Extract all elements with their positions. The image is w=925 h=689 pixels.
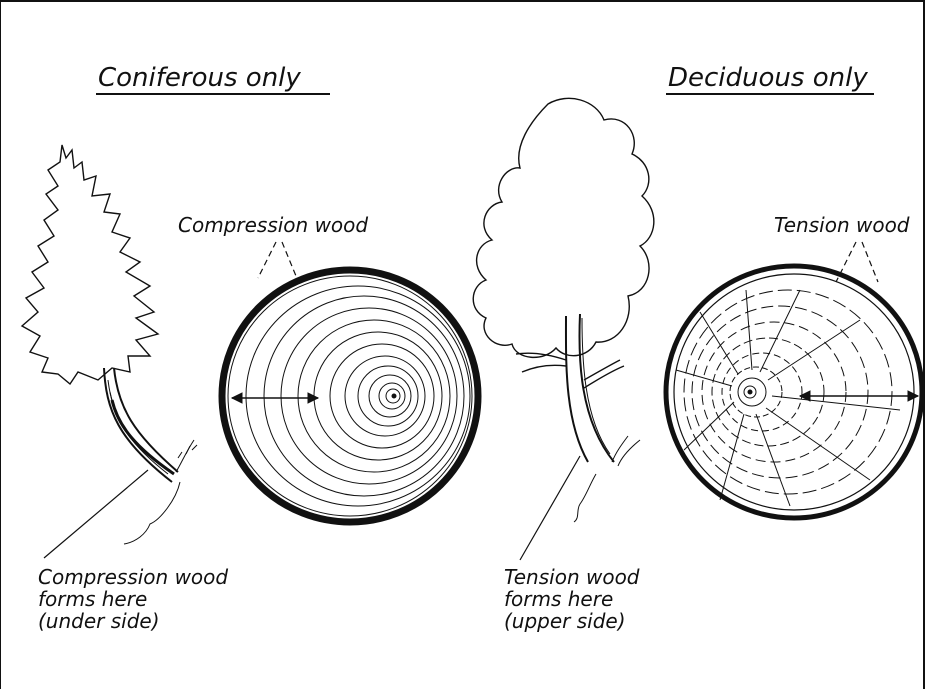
tension-caption-leader bbox=[520, 456, 580, 560]
deciduous-tree-icon bbox=[473, 98, 654, 522]
caption-tension-line-3: (upper side) bbox=[504, 609, 626, 633]
caption-compression-line-1: Compression wood bbox=[38, 565, 228, 589]
tension-leader-right bbox=[862, 242, 878, 282]
heading-deciduous: Deciduous only bbox=[668, 63, 868, 93]
compression-caption-leader bbox=[44, 470, 148, 558]
compression-log-cross-section-icon bbox=[222, 270, 478, 522]
tension-log-cross-section-icon bbox=[666, 266, 922, 518]
caption-tension: Tension wood forms here (upper side) bbox=[504, 565, 640, 633]
heading-coniferous: Coniferous only bbox=[98, 63, 301, 93]
compression-leader-right bbox=[282, 242, 296, 276]
compression-leader-left bbox=[258, 242, 276, 278]
caption-compression: Compression wood forms here (under side) bbox=[38, 565, 228, 633]
caption-tension-line-2: forms here bbox=[504, 587, 613, 611]
caption-compression-line-2: forms here bbox=[38, 587, 147, 611]
label-tension-wood: Tension wood bbox=[774, 213, 910, 237]
caption-compression-line-3: (under side) bbox=[38, 609, 160, 633]
label-compression-wood: Compression wood bbox=[178, 213, 368, 237]
caption-tension-line-1: Tension wood bbox=[504, 565, 640, 589]
conifer-tree-icon bbox=[22, 145, 197, 544]
